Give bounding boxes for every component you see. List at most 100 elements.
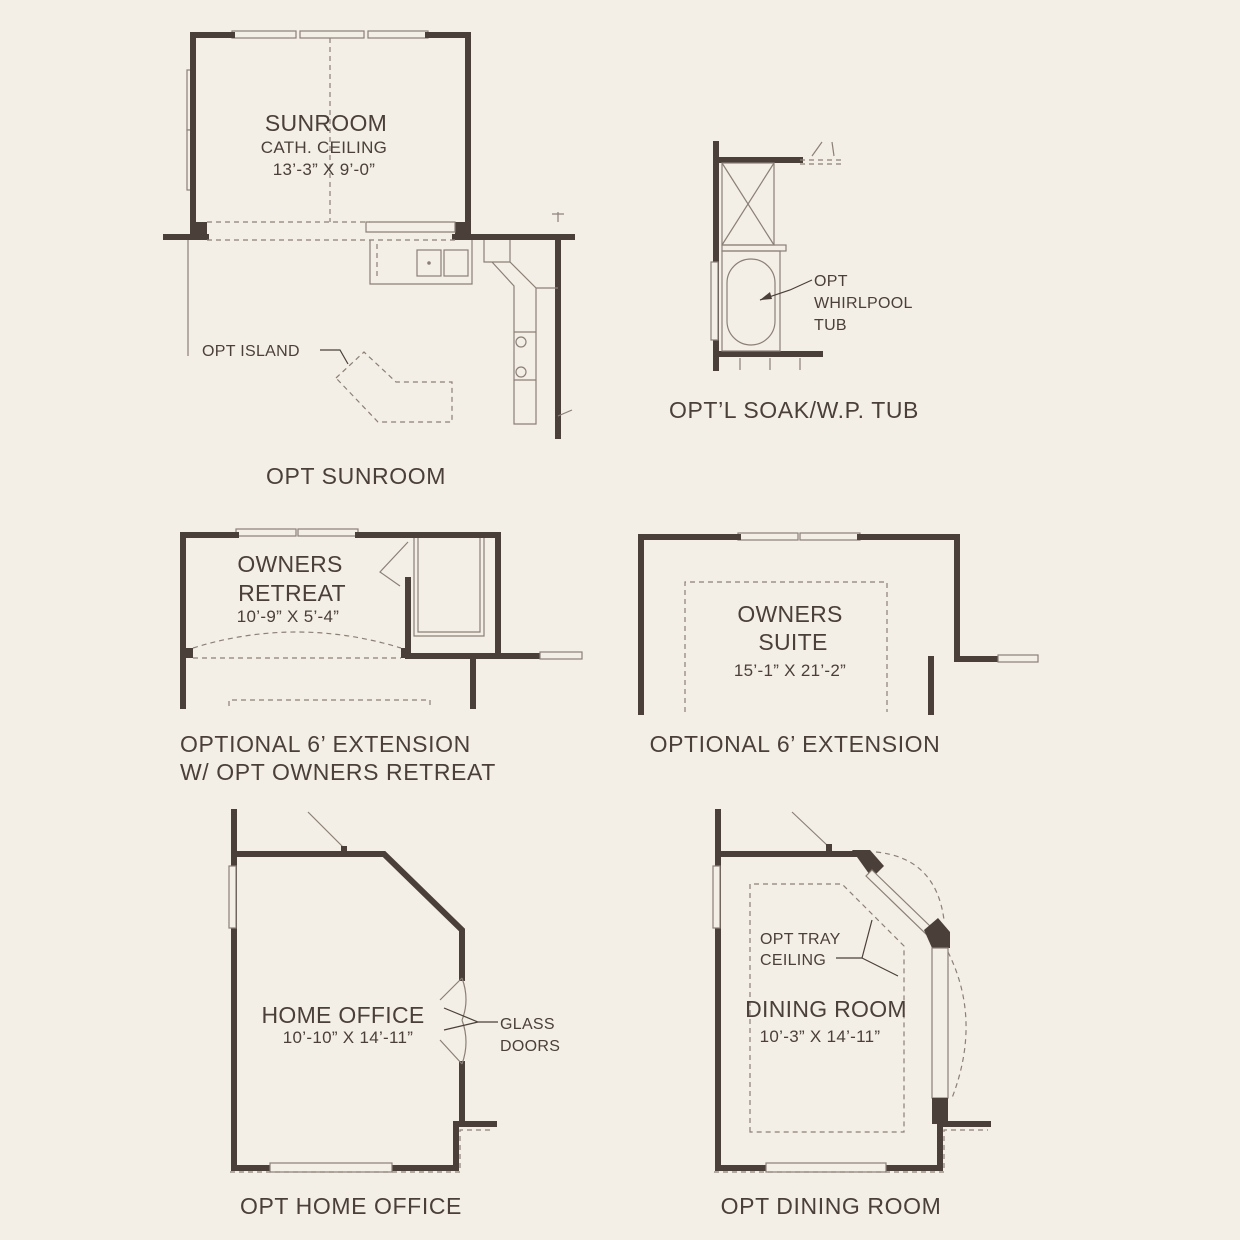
door-swing-mark [557,409,573,417]
island-leader [320,349,349,365]
tub-door-swing [811,141,835,157]
retreat-dims: 10’-9” X 5’-4” [237,607,339,626]
whirlpool-tub [726,258,776,346]
office-walls-upper [231,851,465,1127]
office-caption: OPT HOME OFFICE [240,1193,462,1219]
suite-name-2: SUITE [758,629,827,655]
dining-door-jamb [826,844,832,854]
suite-window-1 [737,532,799,541]
sink-bowl-left [416,249,442,277]
sunroom-caption: OPT SUNROOM [266,463,446,489]
retreat-window-2 [297,528,359,537]
sunroom-window-top-1 [231,30,297,39]
dining-door-swing [791,811,829,847]
retreat-name-2: RETREAT [238,580,346,606]
tub-floor-ticks [739,358,801,370]
suite-dims: 15’-1” X 21’-2” [734,661,846,680]
tray-label-1: OPT TRAY [760,931,841,948]
office-window-left [228,865,237,929]
retreat-caption-1: OPTIONAL 6’ EXTENSION [180,731,471,757]
retreat-arch [192,631,402,649]
owners-suite-plan: OWNERS SUITE 15’-1” X 21’-2” OPTIONAL 6’… [638,532,1039,757]
office-door-swing [307,811,345,849]
retreat-closet [413,538,485,637]
bay-arc-side [947,951,967,1099]
dining-name: DINING ROOM [745,996,907,1022]
retreat-post-left [183,648,193,658]
bay-window-side [931,947,949,1099]
office-window-bottom [269,1162,393,1173]
bay-post-bottom [932,1098,948,1124]
glass-door-leader [443,1007,498,1031]
burner-2 [515,366,527,378]
sunroom-window-top-2 [299,30,365,39]
office-dims: 10’-10” X 14’-11” [283,1028,413,1047]
office-ext-dash [230,1129,494,1173]
suite-window-2 [799,532,861,541]
suite-name-1: OWNERS [737,601,842,627]
sunroom-ceiling: CATH. CEILING [261,138,387,157]
retreat-post-right [401,648,411,658]
opt-island-label: OPT ISLAND [202,343,300,360]
tub-ledge [721,244,787,252]
retreat-window-1 [235,528,297,537]
tub-leader-arrowhead [760,292,772,300]
tub-door-dash [800,159,842,165]
cooktop-box [514,331,536,381]
tub-label-line2: WHIRLPOOL [814,295,913,312]
sink-bowl-right [443,249,469,277]
home-office-plan: HOME OFFICE 10’-10” X 14’-11” GLASS DOOR… [228,809,560,1219]
glass-door-leaves [439,977,463,1065]
tub-label-line3: TUB [814,317,847,334]
sunroom-dims: 13’-3” X 9’-0” [273,160,375,179]
tub-deck [721,250,781,352]
opt-island-outline [335,351,453,423]
owners-retreat-plan: OWNERS RETREAT 10’-9” X 5’-4” OPTIONAL 6… [180,528,583,785]
sunroom-window-top-3 [367,30,429,39]
retreat-caption-2: W/ OPT OWNERS RETREAT [180,759,496,785]
counter-detail [509,240,558,289]
office-walls-lower [231,809,497,1171]
tray-leader [836,919,899,977]
dining-window-left [712,865,721,929]
tray-label-2: CEILING [760,952,826,969]
bay-arc-top [875,851,945,921]
sink-drain [427,261,431,265]
retreat-name-1: OWNERS [237,551,342,577]
tray-ceiling-dash [749,883,905,1133]
tub-label-line1: OPT [814,273,848,290]
glass-doors-1: GLASS [500,1016,555,1033]
dining-caption: OPT DINING ROOM [721,1193,942,1219]
suite-walls [638,534,1001,715]
l-counter [483,240,537,425]
glass-doors-2: DOORS [500,1038,560,1055]
retreat-window-right [539,651,583,660]
tub-window [710,261,719,341]
bay-post-top [852,850,884,878]
sunroom-walls [190,32,471,235]
suite-ceiling-dash [684,581,888,712]
suite-window-right [997,654,1039,663]
sunroom-column-left [193,222,207,240]
counter-top [365,221,456,233]
dining-walls-lower [715,809,991,1171]
soak-tub-plan: OPT WHIRLPOOL TUB OPT’L SOAK/W.P. TUB [669,141,919,423]
retreat-below-dash [228,699,431,706]
retreat-door [379,541,409,587]
bay-window-diag [865,869,933,935]
dining-window-bottom [765,1162,887,1173]
office-door-jamb [341,846,347,854]
sunroom-column-right [455,222,469,240]
burner-1 [515,336,527,348]
dining-dims: 10’-3” X 14’-11” [760,1027,881,1046]
sunroom-kitchen-wall [452,234,575,439]
sunroom-name: SUNROOM [265,110,387,136]
bay-post-corner [924,918,950,948]
sink-counter [369,240,473,285]
shower-x-2 [721,162,775,246]
glass-door-arcs [461,977,467,1065]
suite-caption: OPTIONAL 6’ EXTENSION [650,731,941,757]
sunroom-plan: OPT ISLAND SUNROOM CATH. CEILING 13’-3” … [163,30,575,489]
tub-caption: OPT’L SOAK/W.P. TUB [669,397,919,423]
